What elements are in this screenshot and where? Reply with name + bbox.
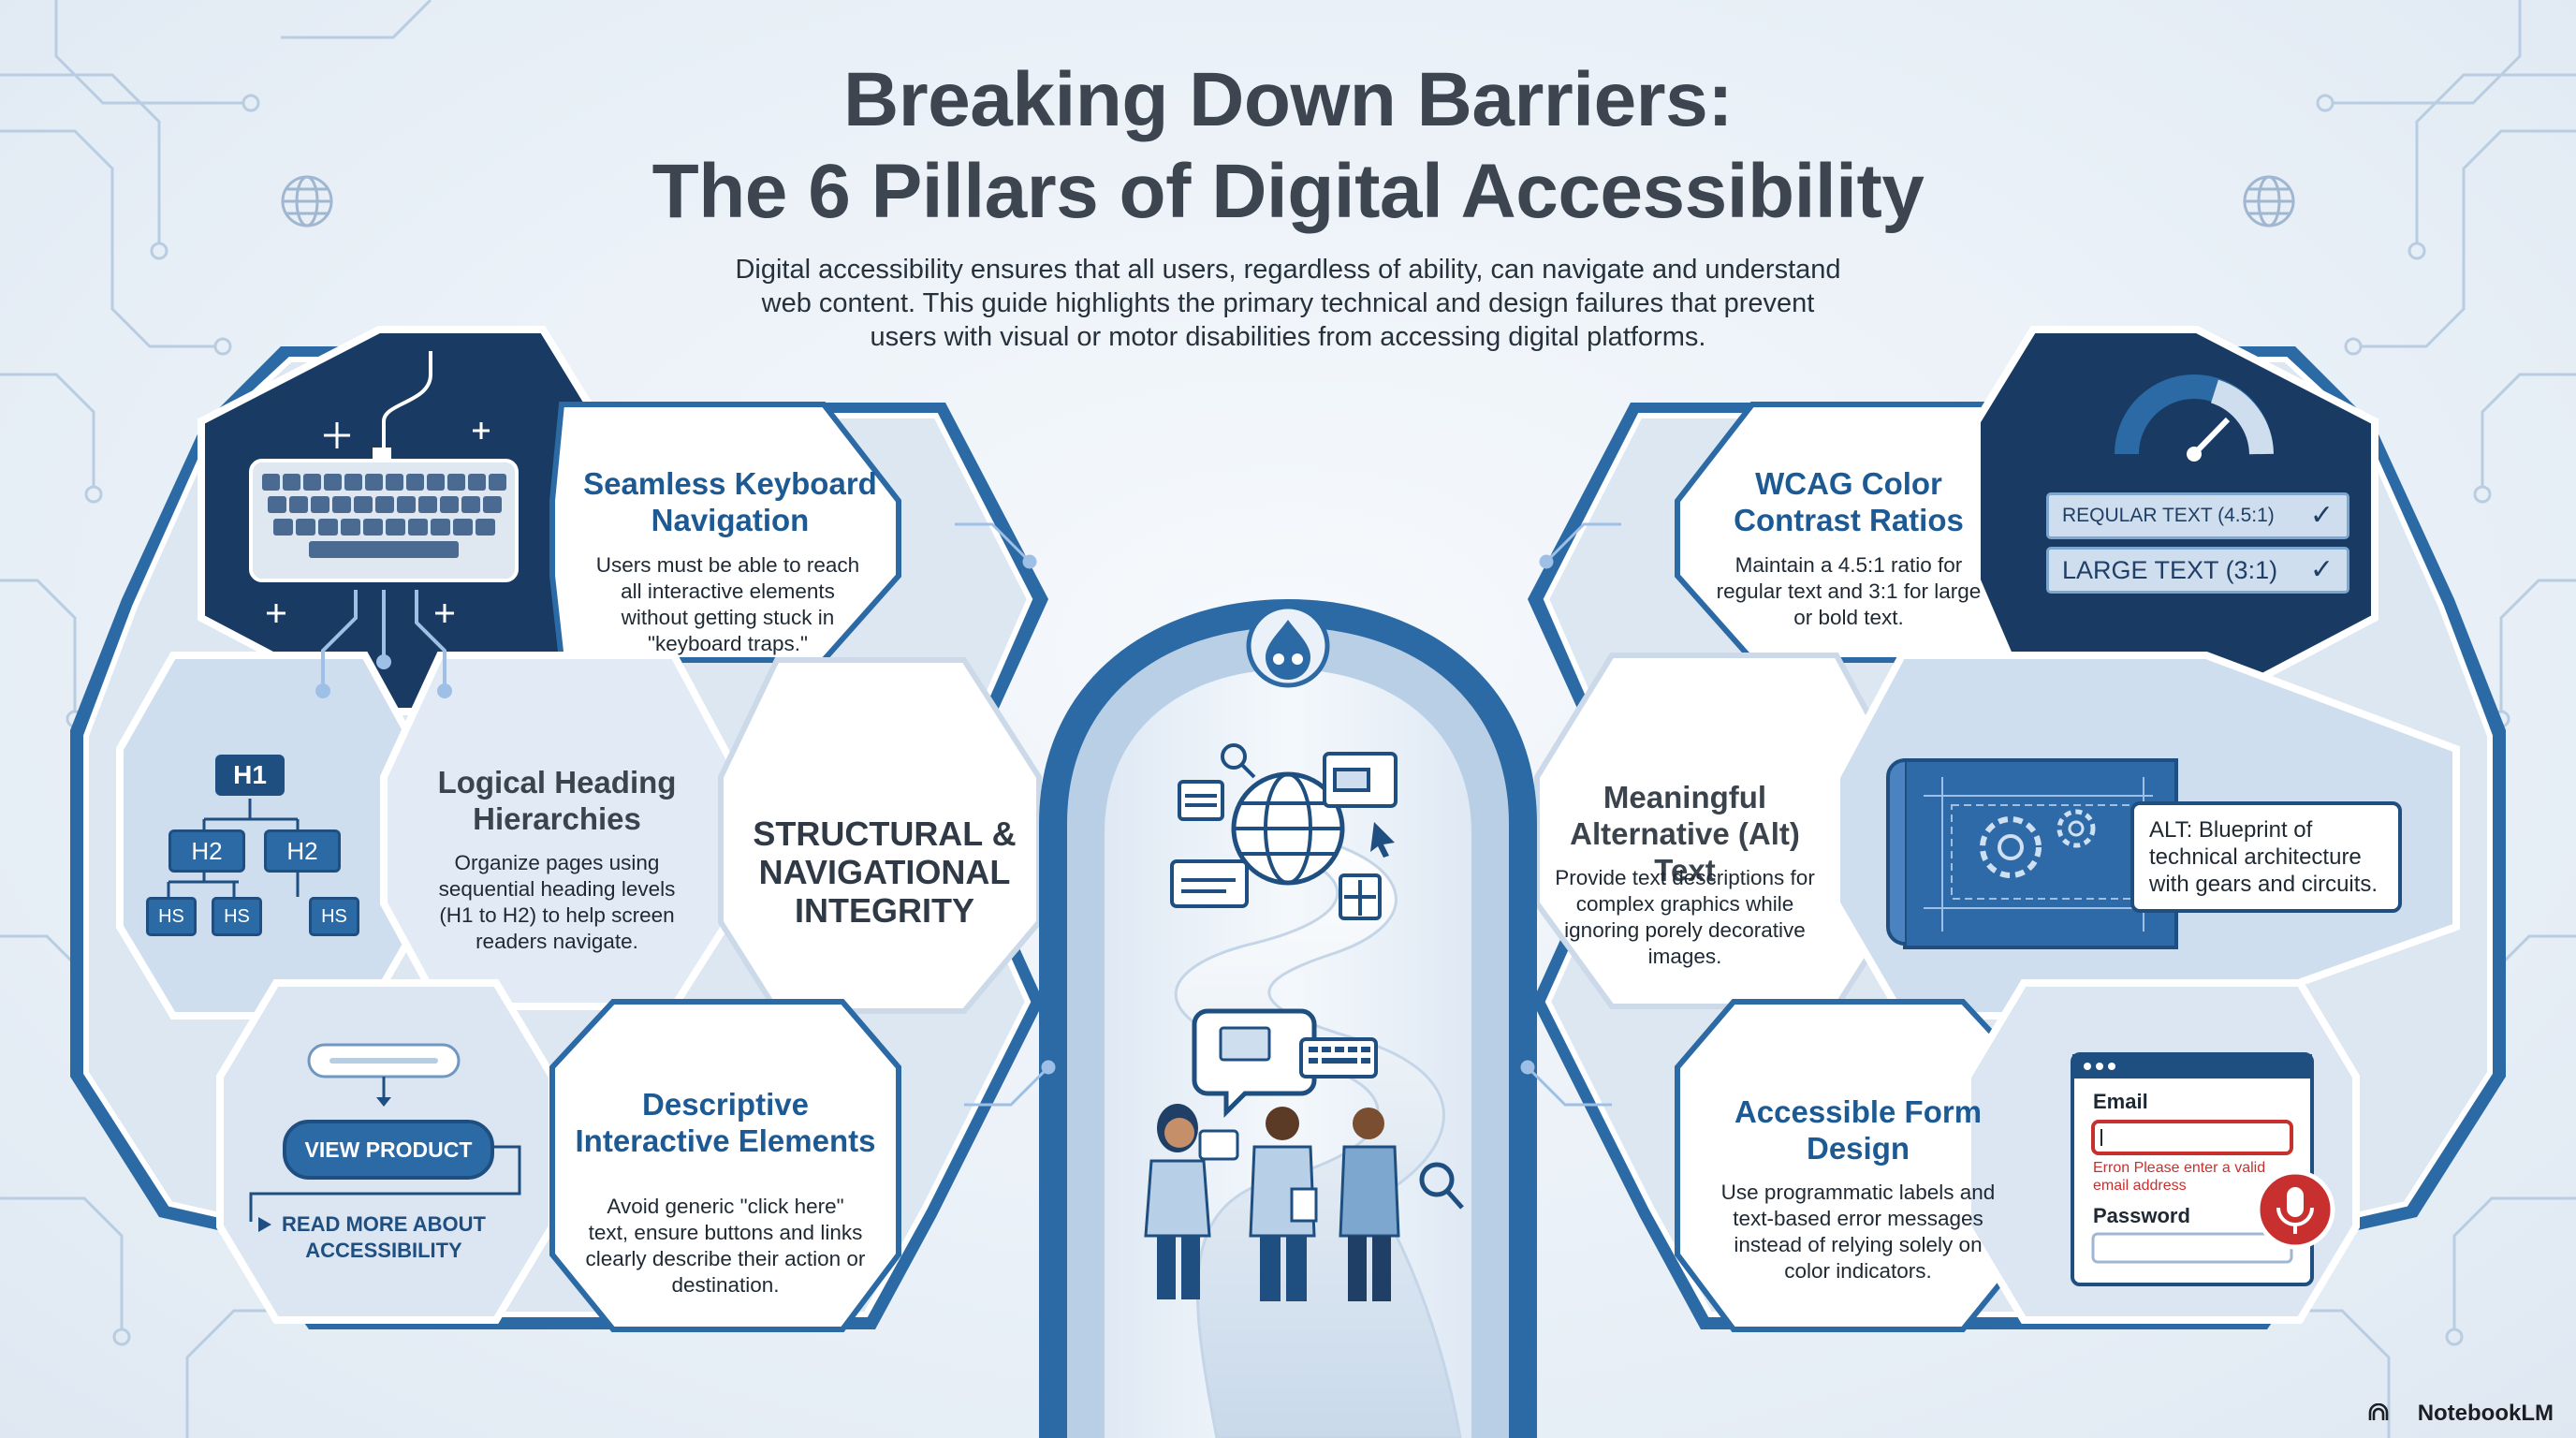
keyboard-key	[289, 496, 308, 513]
keyboard-pillar-desc: Users must be able to reach all interact…	[595, 553, 860, 655]
h3-node: HS	[212, 897, 262, 936]
keyboard-key	[318, 519, 338, 536]
sparkle-icons	[267, 422, 490, 623]
forms-pillar-desc: Use programmatic labels and text-based e…	[1720, 1181, 1996, 1283]
keyboard-spacebar	[309, 541, 459, 558]
interactive-pillar-desc: Avoid generic "click here" text, ensure …	[585, 1195, 866, 1297]
page-title-line1: Breaking Down Barriers:	[843, 57, 1734, 142]
notebooklm-logo-icon	[2368, 1403, 2389, 1420]
keyboard-key	[386, 519, 405, 536]
contrast-row-label: LARGE TEXT (3:1)	[2062, 556, 2278, 584]
keyboard-key	[397, 496, 416, 513]
page-title-line2: The 6 Pillars of Digital Accessibility	[651, 149, 1925, 234]
keyboard-key	[431, 519, 450, 536]
keyboard-key	[440, 496, 459, 513]
keyboard-key	[363, 519, 383, 536]
keyboard-key	[296, 519, 315, 536]
read-more-link[interactable]: READ MORE ABOUT ACCESSIBILITY	[282, 1212, 486, 1262]
keyboard-key	[476, 519, 495, 536]
keyboard-key	[386, 474, 403, 491]
keyboard-pillar-title: Seamless Keyboard Navigation	[583, 466, 877, 537]
keyboard-key	[311, 496, 329, 513]
intro-paragraph: Digital accessibility ensures that all u…	[735, 255, 1841, 352]
headings-pillar-title: Logical Heading Hierarchies	[437, 765, 677, 836]
gauge-icon	[2115, 374, 2274, 462]
interactive-pillar-title: Descriptive Interactive Elements	[575, 1087, 876, 1158]
microphone-icon	[2255, 1169, 2335, 1250]
keyboard-key	[341, 519, 360, 536]
email-label: Email	[2093, 1090, 2148, 1113]
cursor-icon	[1370, 822, 1395, 858]
keyboard-key	[468, 474, 486, 491]
check-icon: ✓	[2309, 554, 2334, 585]
alttext-pillar-title: Meaningful Alternative (Alt) Text	[1570, 780, 1800, 888]
people-illustration	[1144, 1008, 1464, 1301]
form-icon	[2071, 1052, 2314, 1286]
keyboard-key	[324, 474, 342, 491]
password-label: Password	[2093, 1204, 2190, 1227]
keyboard-key	[418, 496, 437, 513]
keyboard-key	[273, 519, 293, 536]
check-icon: ✓	[2309, 500, 2334, 531]
keyboard-keys	[262, 474, 506, 558]
forms-pillar-title: Accessible Form Design	[1734, 1094, 1983, 1166]
keyboard-key	[453, 519, 473, 536]
h2-node: H2	[264, 829, 341, 873]
alt-text-callout: ALT: Blueprint of technical architecture…	[2130, 801, 2402, 913]
connector-lines	[955, 522, 1621, 1107]
keyboard-key	[406, 474, 424, 491]
contrast-row-regular: REQULAR TEXT (4.5:1) ✓	[2046, 492, 2349, 539]
globe-icon	[2243, 175, 2295, 227]
email-error-text: Erron Please enter a valid email address	[2093, 1160, 2266, 1194]
keyboard-key	[489, 474, 506, 491]
h3-node: HS	[309, 897, 359, 936]
globe-icon	[281, 175, 333, 227]
h2-node: H2	[168, 829, 245, 873]
keyboard-key	[332, 496, 351, 513]
brand-label: NotebookLM	[2417, 1401, 2554, 1426]
structural-integrity-label: STRUCTURAL & NAVIGATIONAL INTEGRITY	[753, 814, 1017, 930]
keyboard-key	[344, 474, 362, 491]
keyboard-key	[408, 519, 428, 536]
h3-node: HS	[146, 897, 197, 936]
alttext-pillar-desc: Provide text descriptions for complex gr…	[1555, 866, 1815, 968]
keyboard-key	[262, 474, 280, 491]
keyboard-key	[461, 496, 480, 513]
headings-pillar-desc: Organize pages using sequential heading …	[438, 851, 676, 953]
view-product-button[interactable]: VIEW PRODUCT	[283, 1120, 494, 1180]
keyboard-key	[427, 474, 445, 491]
contrast-row-large: LARGE TEXT (3:1) ✓	[2046, 547, 2349, 594]
keyboard-cables	[315, 590, 452, 698]
contrast-row-label: REQULAR TEXT (4.5:1)	[2062, 505, 2275, 526]
keyboard-key	[365, 474, 383, 491]
keyboard-key	[268, 496, 286, 513]
browser-window-icons	[1170, 752, 1398, 920]
keyboard-key	[303, 474, 321, 491]
button-flow-icon	[249, 1043, 521, 1232]
h1-node: H1	[215, 755, 285, 796]
keyboard-key	[375, 496, 394, 513]
blueprint-icon	[1886, 758, 2178, 949]
contrast-pillar-desc: Maintain a 4.5:1 ratio for regular text …	[1716, 553, 1982, 629]
keyboard-key	[283, 474, 300, 491]
web-globe-icon	[1231, 771, 1345, 886]
keyboard-key	[447, 474, 465, 491]
contrast-pillar-title: WCAG Color Contrast Ratios	[1734, 466, 1964, 537]
keyboard-key	[483, 496, 502, 513]
keyboard-key	[354, 496, 373, 513]
search-icon	[1221, 743, 1256, 779]
